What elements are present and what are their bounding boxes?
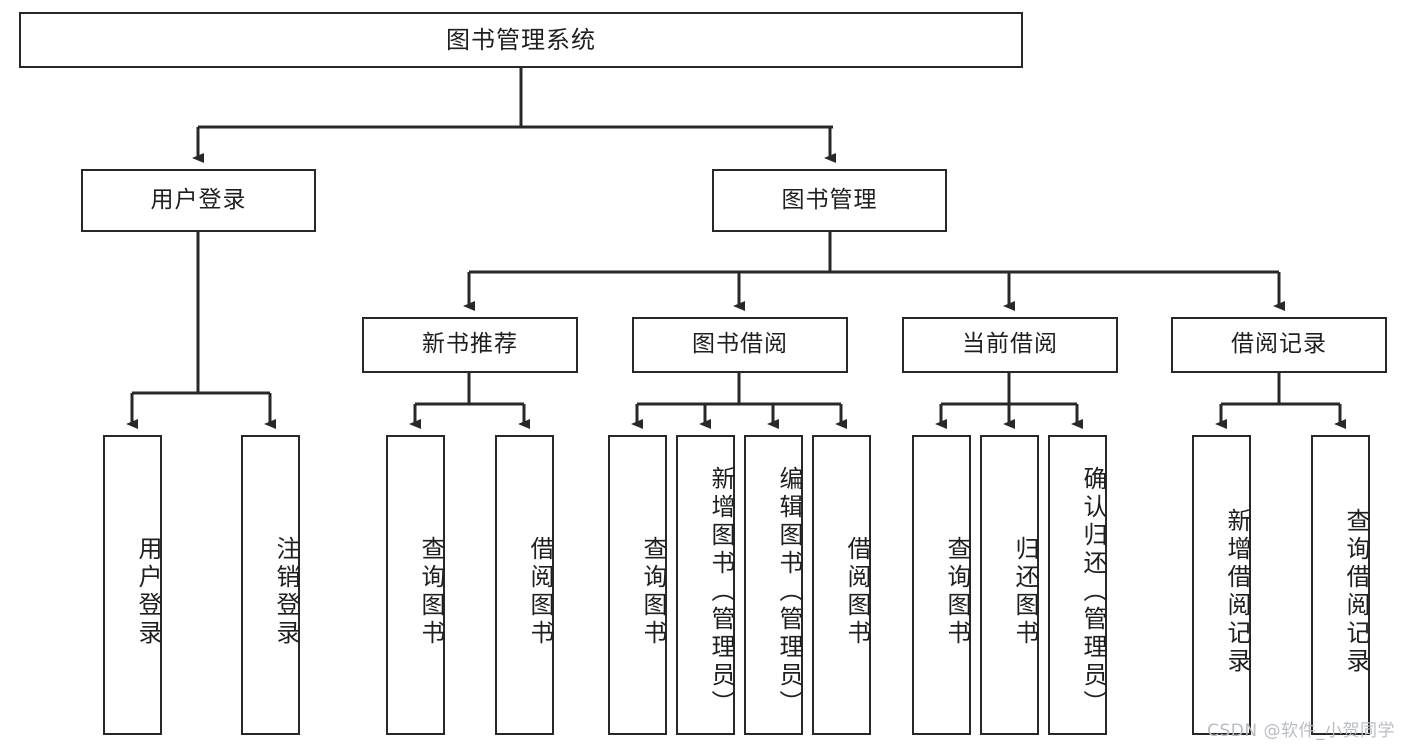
leaf-records-query-record[interactable]: 查询借阅记录 (1311, 435, 1370, 735)
node-borrow-records[interactable]: 借阅记录 (1171, 317, 1387, 373)
node-book-management[interactable]: 图书管理 (712, 169, 947, 232)
leaf-user-login-login[interactable]: 用户登录 (103, 435, 162, 735)
leaf-borrow-add-book-admin[interactable]: 新增图书（管理员） (676, 435, 735, 735)
node-new-book-recommend[interactable]: 新书推荐 (362, 317, 578, 373)
node-root-system[interactable]: 图书管理系统 (19, 12, 1023, 68)
node-book-borrow[interactable]: 图书借阅 (632, 317, 848, 373)
node-user-login[interactable]: 用户登录 (81, 169, 316, 232)
leaf-recommend-query-book[interactable]: 查询图书 (386, 435, 445, 735)
leaf-records-add-record[interactable]: 新增借阅记录 (1192, 435, 1251, 735)
leaf-current-query-book[interactable]: 查询图书 (912, 435, 971, 735)
leaf-current-confirm-return-admin[interactable]: 确认归还（管理员） (1048, 435, 1107, 735)
leaf-user-login-logout[interactable]: 注销登录 (241, 435, 300, 735)
leaf-borrow-edit-book-admin[interactable]: 编辑图书（管理员） (744, 435, 803, 735)
leaf-borrow-query-book[interactable]: 查询图书 (608, 435, 667, 735)
node-current-borrow[interactable]: 当前借阅 (902, 317, 1118, 373)
leaf-borrow-borrow-book[interactable]: 借阅图书 (812, 435, 871, 735)
leaf-current-return-book[interactable]: 归还图书 (980, 435, 1039, 735)
leaf-recommend-borrow-book[interactable]: 借阅图书 (495, 435, 554, 735)
csdn-watermark: CSDN @软件_小贺同学 (1207, 721, 1395, 741)
